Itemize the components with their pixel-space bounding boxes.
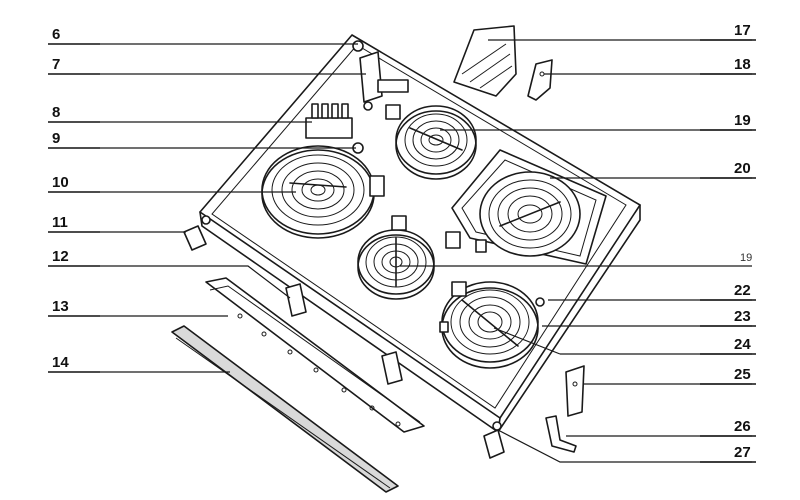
callout-label: 18 [734,56,751,73]
burner-19-front [357,215,435,300]
callout-26: 26 [700,418,756,437]
callout-label: 20 [734,160,751,177]
callout-label: 8 [52,104,60,121]
callouts-left: 6 7 8 9 10 11 12 13 [48,26,100,373]
callout-7: 7 [48,56,100,75]
bracket-25 [565,365,585,417]
leader-lines-right [400,39,752,463]
callout-label: 7 [52,56,60,73]
bracket-18 [527,59,553,101]
callout-6: 6 [48,26,100,45]
callout-11: 11 [48,214,100,233]
callout-label: 14 [52,354,69,371]
callout-label: 17 [734,22,751,39]
trim-bar-14 [171,325,399,493]
callout-label: 12 [52,248,69,265]
callout-19b: 19 [740,252,752,264]
callout-18: 18 [700,56,756,75]
callout-12: 12 [48,248,100,267]
callout-label: 22 [734,282,751,299]
callout-label: 24 [734,336,751,353]
callout-17: 17 [700,22,756,41]
callout-label: 6 [52,26,60,43]
leader-lines-left [100,43,366,373]
callout-label: 19 [734,112,751,129]
callout-9: 9 [48,130,100,149]
callout-label: 11 [52,214,68,231]
callout-23: 23 [700,308,756,327]
callout-label: 26 [734,418,751,435]
callout-10: 10 [48,174,100,193]
cover-17 [453,25,517,97]
burner-19-rear [385,104,477,180]
callout-22: 22 [700,282,756,301]
trim-strip-13 [205,277,425,433]
callout-14: 14 [48,354,100,373]
callout-label: 27 [734,444,751,461]
callout-label: 13 [52,298,69,315]
front-clips [285,283,403,385]
callout-label: 23 [734,308,751,325]
burner-24 [439,281,539,369]
callout-label: 10 [52,174,69,191]
callout-13: 13 [48,298,100,317]
side-pegs [183,215,505,459]
callout-label: 25 [734,366,751,383]
bracket-26 [545,415,577,453]
burner-10 [261,145,385,239]
callout-20: 20 [700,160,756,179]
callout-24: 24 [700,336,756,355]
callout-label: 9 [52,130,60,147]
callouts-right: 17 18 19 20 19 22 23 24 [700,22,756,463]
callout-27: 27 [700,444,756,463]
burner-20 [445,149,607,265]
callout-8: 8 [48,104,100,123]
callout-19: 19 [700,112,756,131]
screw-23 [535,297,545,307]
callout-25: 25 [700,366,756,385]
callout-label: 19 [740,252,752,264]
